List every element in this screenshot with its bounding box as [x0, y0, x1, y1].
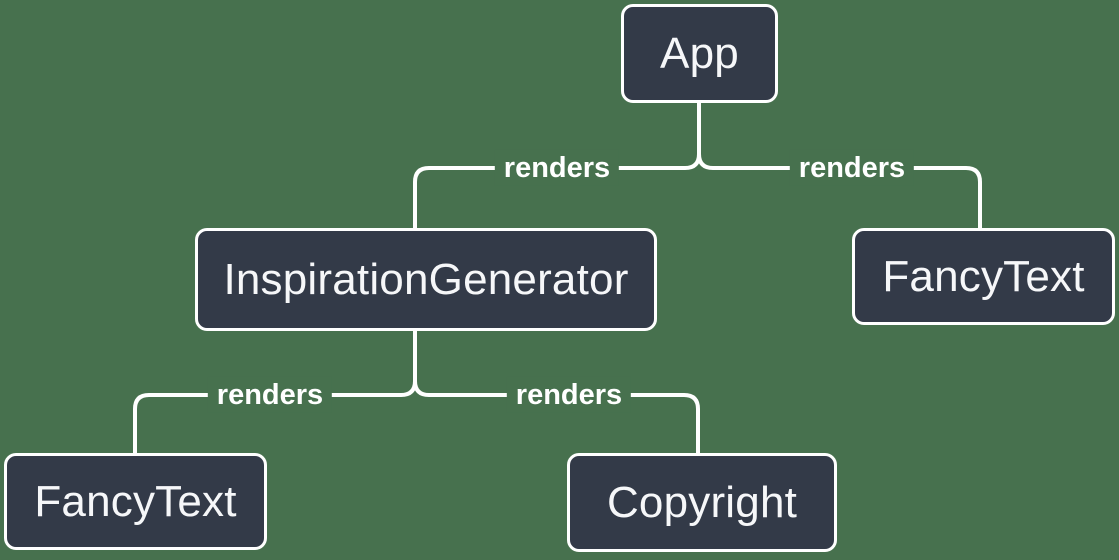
- edge-inspirationgenerator-to-copyright: [413, 379, 700, 455]
- node-inspiration-generator-label: InspirationGenerator: [223, 254, 629, 304]
- node-fancy-text-top-label: FancyText: [882, 251, 1085, 301]
- edge-app-to-fancytext: [697, 152, 982, 230]
- node-fancy-text-top: FancyText: [852, 228, 1115, 325]
- node-app: App: [621, 4, 778, 103]
- node-copyright: Copyright: [567, 453, 837, 552]
- node-fancy-text-bottom: FancyText: [4, 453, 267, 550]
- edge-label-app-fancytext: renders: [789, 149, 915, 187]
- node-inspiration-generator: InspirationGenerator: [195, 228, 657, 331]
- edge-label-inspirationgenerator-fancytext: renders: [207, 376, 333, 414]
- edge-label-app-inspirationgenerator: renders: [494, 149, 620, 187]
- node-fancy-text-bottom-label: FancyText: [34, 476, 237, 526]
- node-app-label: App: [660, 28, 739, 78]
- node-copyright-label: Copyright: [606, 477, 798, 527]
- edge-label-inspirationgenerator-copyright: renders: [506, 376, 632, 414]
